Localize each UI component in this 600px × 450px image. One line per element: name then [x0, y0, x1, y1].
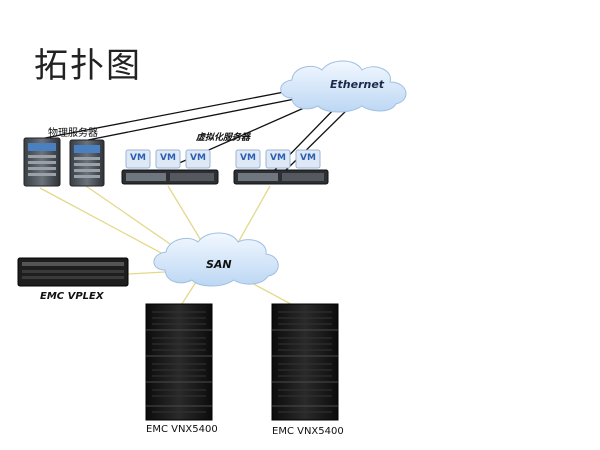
- physical-servers-label: 物理服务器: [48, 128, 98, 139]
- ethernet-label: Ethernet: [330, 78, 385, 91]
- san-link-virt2: [234, 185, 271, 249]
- vm-label: VM: [300, 153, 316, 163]
- vnx-right-label: EMC VNX5400: [272, 426, 344, 437]
- vm-label: VM: [190, 153, 206, 163]
- vm-label: VM: [240, 153, 256, 163]
- page-title: 拓扑图: [34, 46, 142, 86]
- vm-label: VM: [270, 153, 286, 163]
- physical-server-2: [69, 139, 105, 187]
- vm-badge: [235, 149, 261, 169]
- san-link-phys2: [85, 185, 187, 256]
- vnx-left-label: EMC VNX5400: [146, 424, 218, 435]
- vm-badge: [185, 149, 211, 169]
- virtual-server-host-2: [233, 149, 329, 185]
- san-link-phys1: [39, 187, 179, 263]
- vm-badge: [125, 149, 151, 169]
- ethernet-cloud: [280, 60, 407, 113]
- vplex-label: EMC VPLEX: [40, 291, 104, 302]
- vplex-device: [17, 257, 129, 287]
- virtual-servers-label: 虚拟化服务器: [196, 133, 251, 143]
- eth-link-phys1: [44, 87, 306, 139]
- vm-badge: [155, 149, 181, 169]
- vnx-storage-right: [271, 303, 339, 421]
- vnx-storage-left: [145, 303, 213, 421]
- vm-badge: [265, 149, 291, 169]
- san-cloud: [153, 232, 279, 287]
- vm-label: VM: [130, 153, 146, 163]
- san-link-vplex: [127, 271, 166, 275]
- vm-label: VM: [160, 153, 176, 163]
- san-label: SAN: [206, 258, 232, 271]
- virtual-server-host-1: [121, 149, 219, 185]
- eth-link-phys2: [87, 95, 311, 141]
- san-link-virt1: [167, 185, 206, 248]
- physical-server-1: [23, 137, 61, 187]
- vm-badge: [295, 149, 321, 169]
